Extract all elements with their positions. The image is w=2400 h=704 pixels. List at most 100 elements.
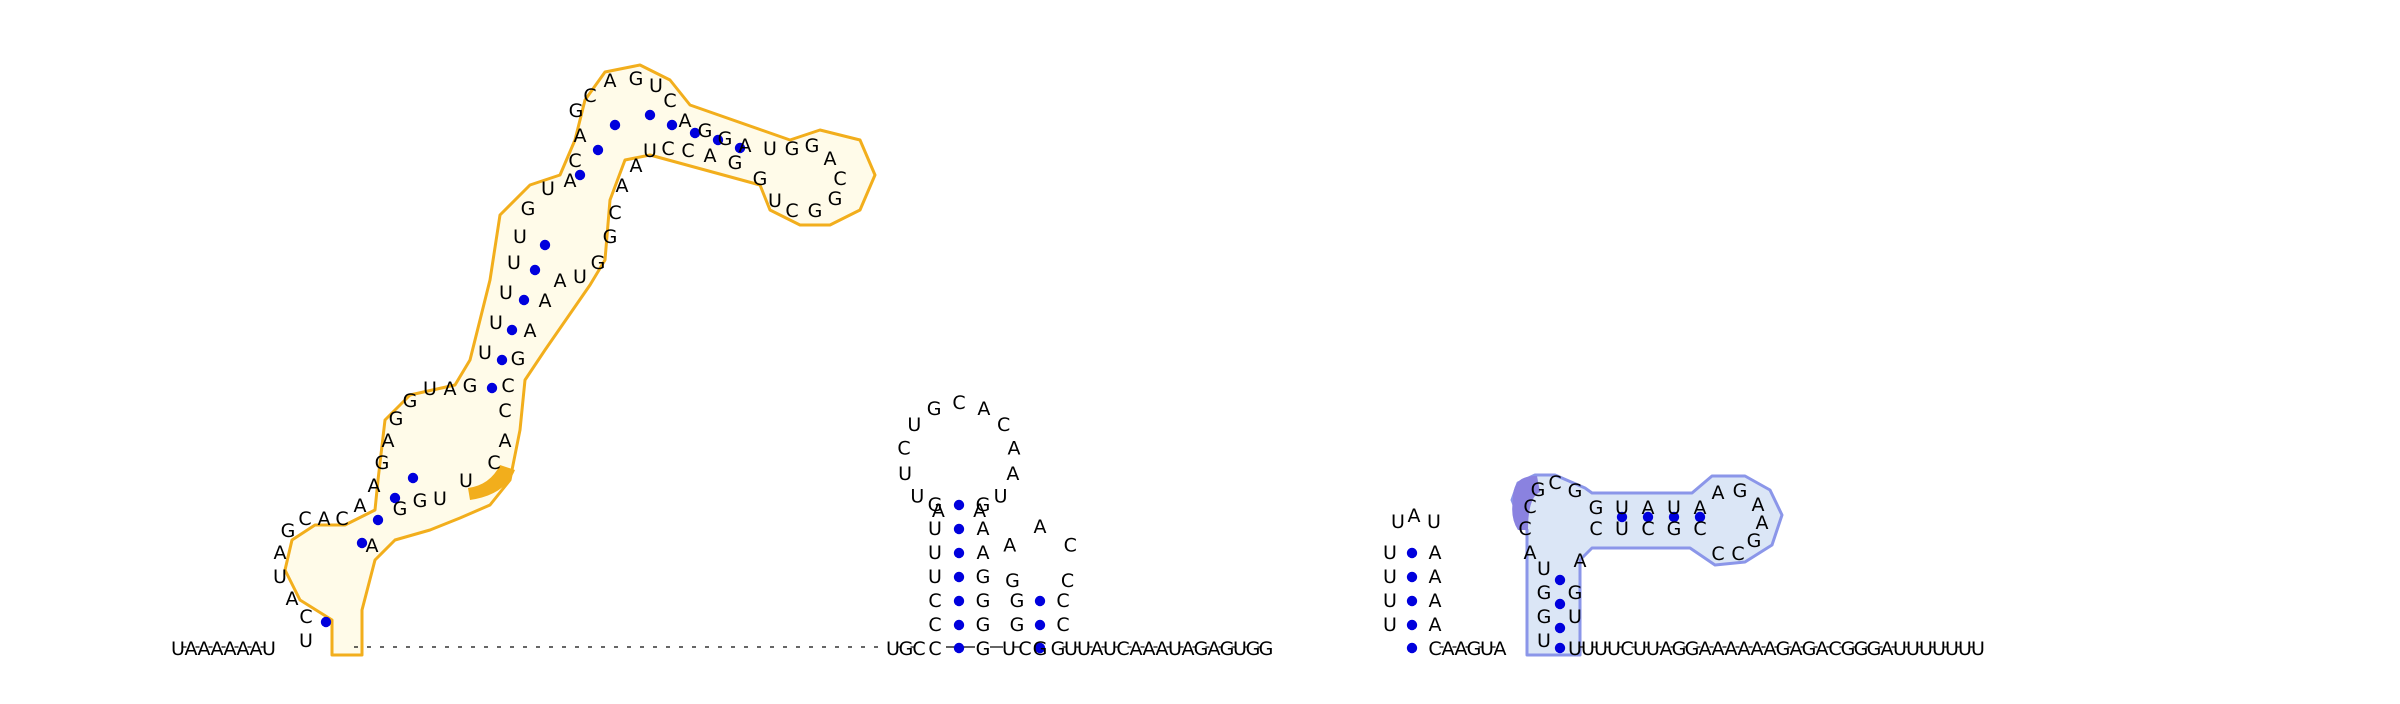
yellow-nucleotide: G	[281, 520, 296, 542]
yellow-nucleotide: U	[299, 630, 313, 652]
yellow-nucleotide: A	[354, 495, 367, 517]
yellow-nucleotide: G	[403, 390, 418, 412]
yellow-nucleotide: G	[603, 226, 618, 248]
stem-nucleotide: U	[928, 566, 942, 588]
yellow-nucleotide: A	[524, 320, 537, 342]
yellow-nucleotide: G	[753, 168, 768, 190]
yellow-nucleotide: U	[513, 226, 527, 248]
stem-nucleotide: U	[1383, 566, 1397, 588]
yellow-nucleotide: C	[498, 400, 511, 422]
yellow-nucleotide: A	[574, 125, 587, 147]
yellow-nucleotide: C	[335, 508, 348, 530]
baseline-nucleotide: C	[1428, 638, 1441, 660]
yellow-nucleotide: G	[413, 490, 428, 512]
blue-nucleotide: C	[1641, 518, 1654, 540]
stem-nucleotide: U	[1383, 590, 1397, 612]
baseline-nucleotide: A	[198, 638, 211, 660]
base-pair-dot	[1694, 511, 1706, 523]
stem-nucleotide: C	[928, 590, 941, 612]
baseline-nucleotide: A	[1455, 638, 1468, 660]
base-pair-dot	[953, 642, 965, 654]
baseline-nucleotide: U	[1971, 638, 1985, 660]
yellow-nucleotide: U	[433, 488, 447, 510]
baseline-nucleotide: G	[1841, 638, 1856, 660]
stem-nucleotide: G	[976, 494, 991, 516]
baseline-nucleotide: A	[1660, 638, 1673, 660]
blue-nucleotide: C	[1711, 543, 1724, 565]
stem-nucleotide: G	[1010, 590, 1025, 612]
baseline-nucleotide: G	[1854, 638, 1869, 660]
blue-nucleotide: A	[1752, 494, 1765, 516]
baseline-nucleotide: A	[1442, 638, 1455, 660]
yellow-nucleotide: G	[805, 135, 820, 157]
stem-nucleotide: U	[928, 518, 942, 540]
baseline-nucleotide: A	[1764, 638, 1777, 660]
yellow-nucleotide: G	[521, 198, 536, 220]
loop-nucleotide: C	[897, 438, 910, 460]
stem-nucleotide: G	[976, 590, 991, 612]
base-pair-dot	[953, 619, 965, 631]
blue-nucleotide: G	[1568, 480, 1583, 502]
base-pair-dot	[953, 547, 965, 559]
yellow-nucleotide: A	[679, 110, 692, 132]
base-pair-dot	[1034, 642, 1046, 654]
base-pair-dot	[609, 119, 621, 131]
base-pair-dot	[574, 169, 586, 181]
blue-nucleotide: A	[1574, 550, 1587, 572]
baseline-nucleotide: A	[1208, 638, 1221, 660]
blue-nucleotide: G	[1531, 479, 1546, 501]
loop-nucleotide: G	[1005, 570, 1020, 592]
base-pair-dot	[1616, 511, 1628, 523]
stem-nucleotide: A	[1429, 566, 1442, 588]
base-pair-dot	[1406, 595, 1418, 607]
baseline-nucleotide: G	[1033, 638, 1048, 660]
baseline-nucleotide: C	[1828, 638, 1841, 660]
stem-nucleotide: C	[928, 614, 941, 636]
base-pair-dot	[1554, 622, 1566, 634]
yellow-nucleotide: A	[539, 290, 552, 312]
baseline-nucleotide: A	[1494, 638, 1507, 660]
yellow-nucleotide: C	[583, 85, 596, 107]
blue-nucleotide: U	[1615, 518, 1629, 540]
stem-nucleotide: U	[928, 542, 942, 564]
baseline-nucleotide: G	[1220, 638, 1235, 660]
baseline-nucleotide: C	[1620, 638, 1633, 660]
baseline-nucleotide: U	[1633, 638, 1647, 660]
yellow-nucleotide: G	[591, 252, 606, 274]
baseline-nucleotide: A	[224, 638, 237, 660]
baseline-nucleotide: G	[1194, 638, 1209, 660]
stem-nucleotide: G	[976, 638, 991, 660]
yellow-nucleotide: G	[808, 200, 823, 222]
blue-highlight	[1512, 475, 1540, 530]
loop-nucleotide: U	[907, 414, 921, 436]
loop-nucleotide: A	[1003, 535, 1016, 557]
stem-nucleotide: U	[1383, 542, 1397, 564]
base-pair-dot	[529, 264, 541, 276]
baseline-nucleotide: U	[1594, 638, 1608, 660]
yellow-nucleotide: A	[366, 535, 379, 557]
loop-nucleotide: U	[994, 485, 1008, 507]
blue-nucleotide: G	[1568, 582, 1583, 604]
base-pair-dot	[372, 514, 384, 526]
baseline-nucleotide: U	[1646, 638, 1660, 660]
baseline-nucleotide: U	[1893, 638, 1907, 660]
stem-nucleotide: A	[1429, 590, 1442, 612]
base-pair-dot	[689, 127, 701, 139]
baseline-nucleotide: G	[1259, 638, 1274, 660]
baseline-nucleotide: A	[1091, 638, 1104, 660]
yellow-nucleotide: A	[444, 378, 457, 400]
yellow-nucleotide: A	[604, 70, 617, 92]
stem-nucleotide: G	[976, 614, 991, 636]
blue-nucleotide: U	[1537, 630, 1551, 652]
yellow-nucleotide: G	[393, 498, 408, 520]
yellow-nucleotide: A	[274, 542, 287, 564]
baseline-nucleotide: C	[912, 638, 925, 660]
stem-nucleotide: U	[1383, 614, 1397, 636]
loop-nucleotide: A	[1408, 505, 1421, 527]
yellow-nucleotide: U	[423, 378, 437, 400]
baseline-nucleotide: A	[1738, 638, 1751, 660]
baseline-nucleotide: U	[1919, 638, 1933, 660]
baseline-nucleotide: A	[1143, 638, 1156, 660]
stem-nucleotide: A	[1429, 542, 1442, 564]
